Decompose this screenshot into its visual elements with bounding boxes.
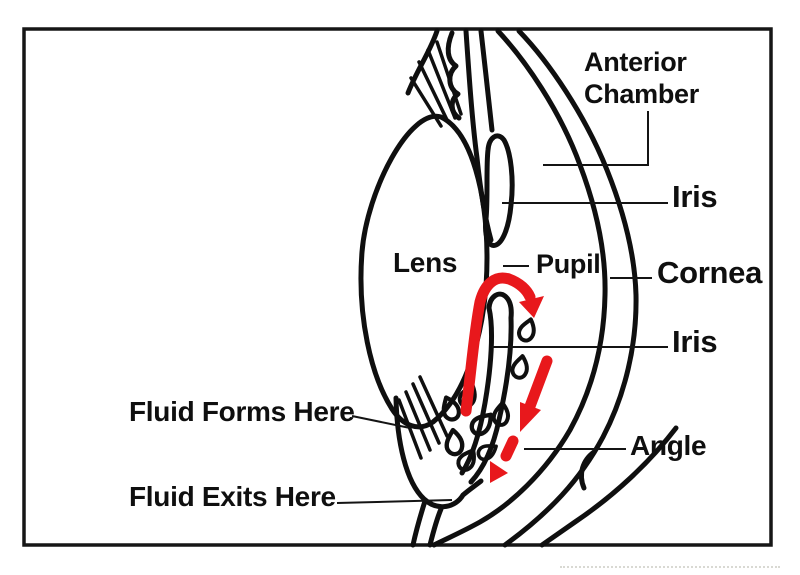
flow-arrow-to-angle-head bbox=[520, 402, 541, 432]
leader-fluid-exits bbox=[336, 499, 453, 504]
label-angle: Angle bbox=[630, 430, 707, 461]
scan-artifact-dotted-line bbox=[560, 566, 780, 568]
label-iris-upper: Iris bbox=[672, 179, 718, 214]
label-fluid-forms-here: Fluid Forms Here bbox=[129, 396, 355, 427]
diagram-frame bbox=[22, 27, 773, 547]
leader-fluid-forms bbox=[351, 415, 411, 429]
cornea-outer-edge bbox=[502, 28, 639, 548]
iris-lower-posterior-edge bbox=[459, 305, 494, 476]
iris-upper-anterior-edge bbox=[478, 28, 495, 133]
label-lens: Lens bbox=[393, 247, 458, 278]
label-anterior-chamber-line2: Chamber bbox=[584, 79, 699, 109]
ciliary-lower-tail-1 bbox=[410, 498, 428, 548]
label-anterior-chamber: Anterior Chamber bbox=[584, 46, 699, 110]
ciliary-lower-outline bbox=[393, 395, 484, 510]
label-cornea: Cornea bbox=[657, 255, 763, 290]
aqueous-flow-arrows bbox=[460, 272, 553, 483]
iris-upper-pupillary-bulb bbox=[483, 133, 515, 248]
iris-lower-pupillary-curl bbox=[486, 291, 514, 321]
cornea-inner-edge bbox=[431, 28, 608, 548]
flow-arrow-to-angle bbox=[523, 355, 553, 415]
label-fluid-exits-here: Fluid Exits Here bbox=[129, 481, 336, 512]
label-anterior-chamber-line1: Anterior bbox=[584, 47, 687, 77]
zonule-fibers-lower bbox=[397, 375, 449, 460]
ciliary-lower-tail-2 bbox=[427, 506, 444, 548]
label-pupil: Pupil bbox=[536, 249, 601, 279]
flow-arrow-exit bbox=[500, 435, 519, 462]
fluid-droplets-iris bbox=[491, 317, 536, 427]
limbus-hook bbox=[578, 449, 597, 491]
sclera-lower-line bbox=[539, 425, 679, 548]
zonule-fibers-upper bbox=[409, 40, 463, 128]
ciliary-upper-outline bbox=[405, 28, 440, 96]
flow-arrow-through-pupil-head bbox=[519, 296, 544, 318]
label-iris-lower: Iris bbox=[672, 324, 718, 359]
iris-lower-anterior-edge bbox=[468, 315, 514, 485]
flow-arrow-through-pupil bbox=[460, 272, 536, 417]
leader-anterior-chamber bbox=[543, 111, 649, 166]
flow-arrow-exit-head bbox=[490, 461, 508, 483]
